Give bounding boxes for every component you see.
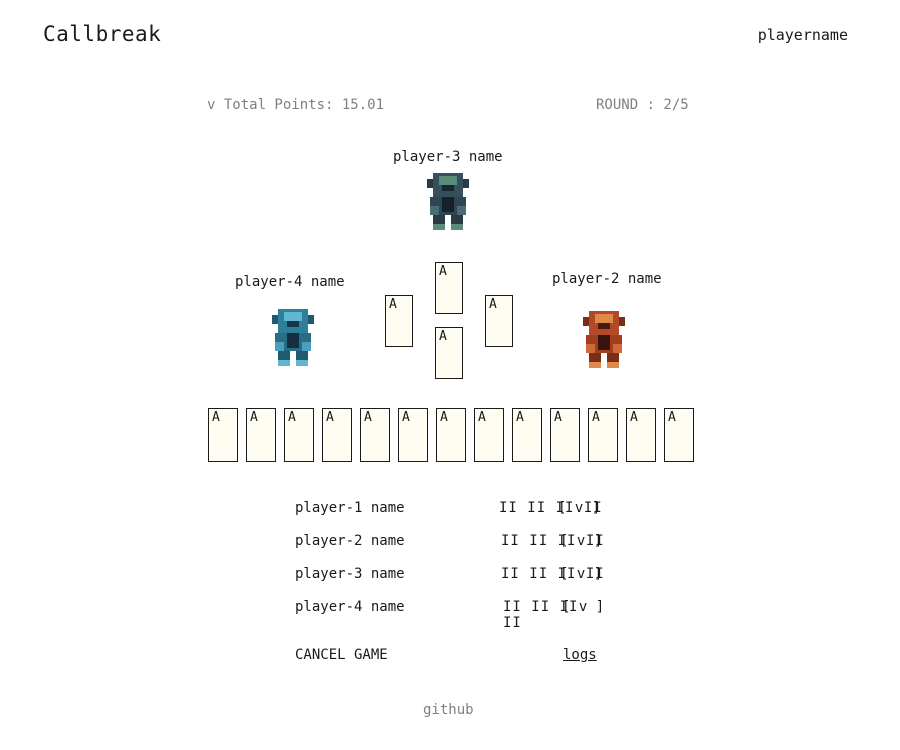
cancel-game-button[interactable]: CANCEL GAME (295, 647, 388, 663)
scoreboard-player-name: player-3 name (295, 566, 405, 582)
hand-card[interactable]: A (360, 408, 390, 462)
player-2-avatar-icon (583, 311, 625, 368)
scoreboard-tally: II II II II (503, 599, 579, 631)
robot-sprite (427, 173, 469, 230)
hand-card[interactable]: A (246, 408, 276, 462)
scoreboard-player-name: player-1 name (295, 500, 405, 516)
username-label[interactable]: playername (757, 26, 848, 44)
scoreboard-tally: II II II II (501, 566, 605, 582)
hand-card[interactable]: A (550, 408, 580, 462)
github-link[interactable]: github (423, 702, 474, 718)
player-4-name: player-4 name (235, 274, 345, 290)
bid-select[interactable]: [ v ] (562, 599, 605, 615)
hand-card[interactable]: A (474, 408, 504, 462)
robot-sprite (583, 311, 625, 368)
played-card-left: A (385, 295, 413, 347)
bid-select[interactable]: [ v ] (558, 500, 601, 516)
scoreboard-row: player-2 name II II II II [ v ] (295, 533, 605, 555)
total-points[interactable]: v Total Points: 15.01 (207, 97, 385, 113)
player-4-avatar-icon (272, 309, 314, 366)
app-title: Callbreak (43, 22, 162, 46)
hand-card[interactable]: A (626, 408, 656, 462)
scoreboard-player-name: player-4 name (295, 599, 405, 615)
hand-card[interactable]: A (664, 408, 694, 462)
hand-card[interactable]: A (208, 408, 238, 462)
hand-card[interactable]: A (512, 408, 542, 462)
bid-select[interactable]: [ v ] (560, 566, 603, 582)
scoreboard-row: player-1 name II II II II [ v ] (295, 500, 605, 522)
robot-sprite (272, 309, 314, 366)
scoreboard-tally: II II II II (501, 533, 605, 549)
played-card-bottom: A (435, 327, 463, 379)
hand-card[interactable]: A (322, 408, 352, 462)
hand-card[interactable]: A (284, 408, 314, 462)
scoreboard-tally: II II II II (499, 500, 603, 516)
hand-card[interactable]: A (436, 408, 466, 462)
player-2-name: player-2 name (552, 271, 662, 287)
logs-link[interactable]: logs (563, 647, 597, 663)
player-3-name: player-3 name (393, 149, 503, 165)
hand-card[interactable]: A (398, 408, 428, 462)
hand-card[interactable]: A (588, 408, 618, 462)
scoreboard-row: player-4 name II II II II [ v ] (295, 599, 605, 631)
played-card-right: A (485, 295, 513, 347)
scoreboard-row: player-3 name II II II II [ v ] (295, 566, 605, 588)
bid-select[interactable]: [ v ] (560, 533, 603, 549)
scoreboard-player-name: player-2 name (295, 533, 405, 549)
player-3-avatar-icon (427, 173, 469, 230)
round-indicator: ROUND : 2/5 (596, 97, 689, 113)
played-card-top: A (435, 262, 463, 314)
